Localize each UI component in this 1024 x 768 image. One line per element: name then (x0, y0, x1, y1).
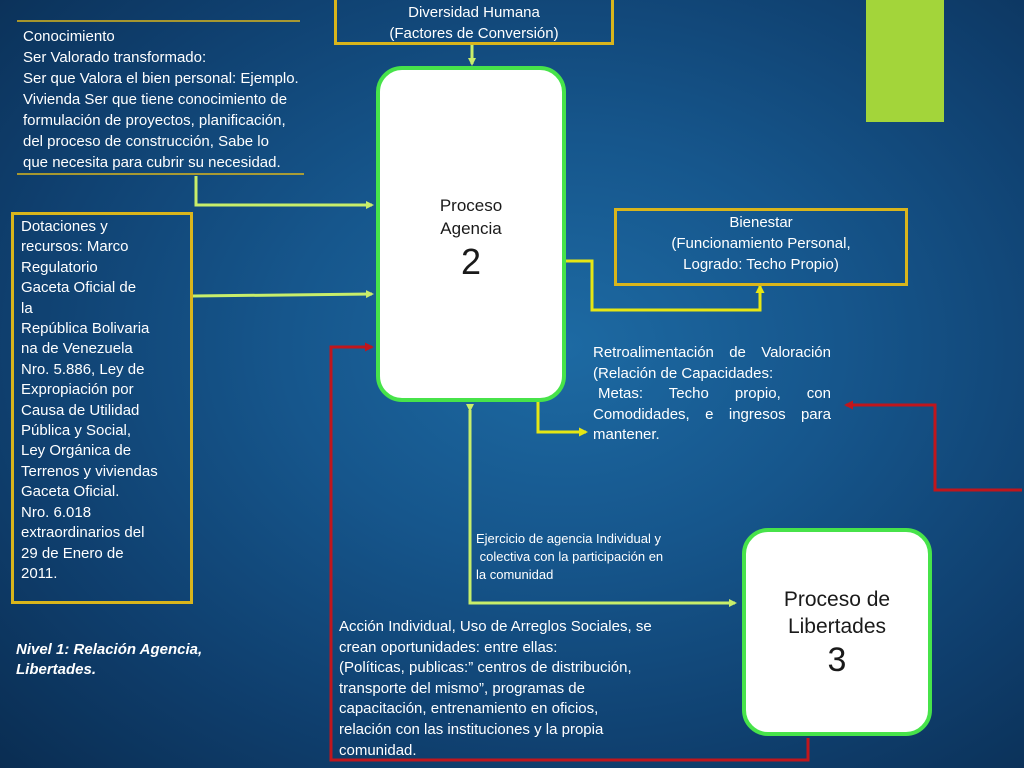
nivel-line2: Libertades. (16, 661, 97, 678)
accion-line: capacitación, entrenamiento en oficios, (339, 700, 599, 718)
dotaciones-line: Gaceta Oficial de (21, 279, 137, 297)
dotaciones-line: República Bolivaria (21, 320, 150, 338)
conocimiento-line: Ser Valorado transformado: (23, 49, 207, 66)
arrow-accion-feedback (329, 342, 810, 762)
retroalimentacion-text: Retroalimentación de Valoración (Relació… (593, 343, 831, 446)
retro-line3: Metas: Techo propio, con Comodidades, e … (593, 385, 831, 443)
dotaciones-line: 2011. (21, 564, 58, 582)
accion-text: Acción Individual, Uso de Arreglos Socia… (339, 617, 739, 761)
bienestar-line2: (Funcionamiento Personal, (671, 235, 851, 252)
retro-line1: Retroalimentación de Valoración (593, 344, 831, 361)
dotaciones-line: Terrenos y viviendas (21, 462, 158, 480)
proceso-libertades-box: Proceso de Libertades 3 (742, 528, 932, 736)
ejercicio-line: colectiva con la participación en (476, 549, 664, 564)
retro-line2: (Relación de Capacidades: (593, 364, 774, 382)
nivel-caption: Nivel 1: Relación Agencia, Libertades. (16, 640, 256, 680)
dotaciones-line: Dotaciones y (21, 218, 108, 235)
bienestar-line3: Logrado: Techo Propio) (683, 256, 839, 273)
arrow-retro-feedback (844, 400, 1022, 492)
nivel-line1: Nivel 1: Relación Agencia, (16, 641, 203, 658)
dotaciones-line: Pública y Social, (21, 422, 132, 440)
ejercicio-text: Ejercicio de agencia Individual y colect… (476, 530, 736, 584)
bienestar-title: Bienestar (729, 214, 793, 231)
dotaciones-line: Ley Orgánica de (21, 442, 132, 460)
conocimiento-text: Conocimiento Ser Valorado transformado: … (23, 26, 373, 173)
dotaciones-line: na de Venezuela (21, 340, 133, 358)
dotaciones-line: Causa de Utilidad (21, 401, 140, 419)
accion-line: transporte del mismo”, programas de (339, 679, 585, 697)
ejercicio-line: la comunidad (476, 567, 554, 582)
diversidad-humana-box: Diversidad Humana (Factores de Conversió… (334, 0, 614, 45)
proceso-agencia-line1: Proceso (439, 196, 503, 215)
proceso-agencia-line2: Agencia (440, 219, 502, 238)
proceso-agencia-number: 2 (460, 241, 482, 282)
arrow-agencia-bienestar (565, 259, 765, 312)
dotaciones-line: extraordinarios del (21, 524, 145, 542)
conocimiento-line: que necesita para cubrir su necesidad. (23, 154, 281, 171)
arrow-agencia-libertades (466, 404, 737, 607)
accion-line: (Políticas, publicas:” centros de distri… (339, 659, 632, 677)
accion-line: relación con las instituciones y la prop… (339, 720, 604, 738)
arrow-conocimiento-agencia (194, 176, 374, 209)
dotaciones-line: Regulatorio (21, 258, 98, 276)
dotaciones-line: la (21, 299, 33, 317)
dotaciones-line: Nro. 5.886, Ley de (21, 360, 145, 378)
diversidad-title: Diversidad Humana (408, 4, 540, 21)
proceso-libertades-line2: Libertades (787, 615, 887, 638)
accent-bar (866, 0, 944, 122)
proceso-libertades-line1: Proceso de (783, 588, 891, 611)
accion-line: crean oportunidades: entre ellas: (339, 638, 558, 656)
accion-line: comunidad. (339, 741, 417, 759)
conocimiento-line: formulación de proyectos, planificación, (23, 112, 286, 129)
arrow-agencia-retro (536, 402, 588, 437)
proceso-libertades-number: 3 (827, 641, 847, 679)
conocimiento-line: Vivienda Ser que tiene conocimiento de (23, 91, 288, 108)
dotaciones-line: 29 de Enero de (21, 544, 124, 562)
dotaciones-line: Nro. 6.018 (21, 503, 92, 521)
dotaciones-line: Expropiación por (21, 381, 134, 399)
bienestar-box: Bienestar (Funcionamiento Personal, Logr… (614, 208, 908, 286)
conocimiento-line: Conocimiento (23, 28, 115, 45)
dotaciones-box: Dotaciones y recursos: Marco Regulatorio… (11, 212, 193, 604)
conocimiento-line: Ser que Valora el bien personal: Ejemplo… (23, 70, 299, 87)
arrow-dotaciones-agencia (192, 290, 374, 299)
proceso-agencia-box: Proceso Agencia 2 (376, 66, 566, 402)
accion-line: Acción Individual, Uso de Arreglos Socia… (339, 618, 652, 635)
dotaciones-line: Gaceta Oficial. (21, 483, 120, 501)
dotaciones-line: recursos: Marco (21, 238, 129, 256)
ejercicio-line: Ejercicio de agencia Individual y (476, 531, 661, 546)
diversidad-subtitle: (Factores de Conversión) (389, 25, 559, 42)
conocimiento-line: del proceso de construcción, Sabe lo (23, 133, 269, 150)
